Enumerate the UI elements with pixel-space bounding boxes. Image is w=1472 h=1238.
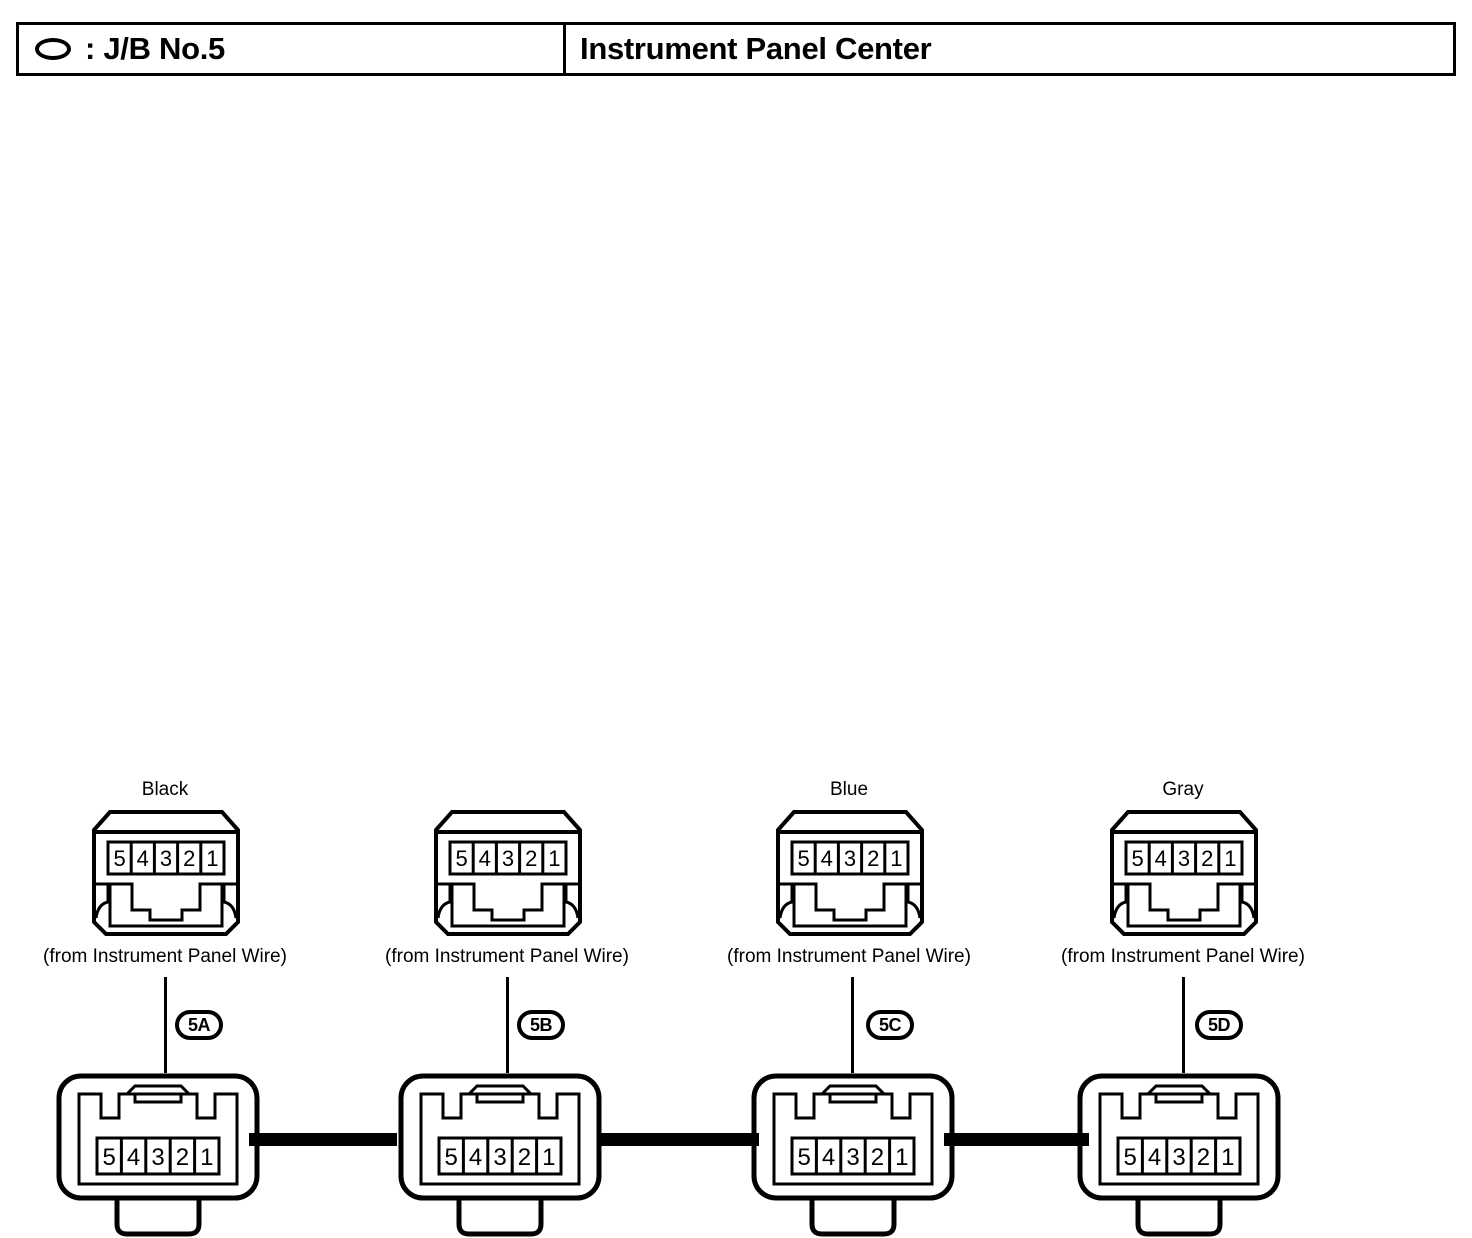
pin-label: 5 (103, 1144, 116, 1171)
pin-label: 2 (183, 846, 195, 871)
connector-code-text: 5A (187, 1015, 211, 1035)
pin-label: 4 (479, 846, 491, 871)
top-connector-5b: 5 4 3 2 1 (432, 806, 584, 938)
pin-label: 4 (1148, 1144, 1161, 1171)
drop-line-5a (164, 977, 167, 1073)
top-connector-5d: 5 4 3 2 1 (1108, 806, 1260, 938)
pin-label: 1 (895, 1144, 908, 1171)
pin-label: 2 (867, 846, 879, 871)
top-connector-5a: 5 4 3 2 1 (90, 806, 242, 938)
pin-label: 5 (445, 1144, 458, 1171)
pin-label: 5 (797, 846, 809, 871)
pin-label: 2 (871, 1144, 884, 1171)
bottom-connector-5d: 5 4 3 2 1 (1076, 1072, 1282, 1238)
connector-color-label-5a: Black (141, 779, 189, 800)
pin-label: 4 (469, 1144, 482, 1171)
drop-line-5d (1182, 977, 1185, 1073)
bottom-connector-5b: 5 4 3 2 1 (397, 1072, 603, 1238)
junction-block-label: : J/B No.5 (85, 31, 225, 66)
connector-code-badge-5a: 5A (175, 1010, 223, 1040)
connector-code-badge-5c: 5C (866, 1010, 914, 1040)
title-bar-left-cell: : J/B No.5 (19, 25, 566, 73)
pin-label: 3 (493, 1144, 506, 1171)
harness-wire-segment-2 (597, 1133, 759, 1146)
pin-label: 3 (1178, 846, 1190, 871)
pin-label: 2 (525, 846, 537, 871)
pin-label: 5 (798, 1144, 811, 1171)
pin-label: 1 (548, 846, 560, 871)
pin-label: 3 (846, 1144, 859, 1171)
connector-code-badge-5d: 5D (1195, 1010, 1243, 1040)
bottom-connector-5c: 5 4 3 2 1 (750, 1072, 956, 1238)
connector-code-text: 5D (1207, 1015, 1231, 1035)
pin-label: 4 (1155, 846, 1167, 871)
connector-source-label-5d: (from Instrument Panel Wire) (1061, 946, 1305, 967)
pin-label: 2 (1197, 1144, 1210, 1171)
pin-label: 1 (890, 846, 902, 871)
pin-label: 4 (137, 846, 149, 871)
bottom-connector-5a: 5 4 3 2 1 (55, 1072, 261, 1238)
pin-label: 1 (200, 1144, 213, 1171)
pin-label: 5 (113, 846, 125, 871)
harness-wire-segment-1 (249, 1133, 397, 1146)
pin-label: 1 (542, 1144, 555, 1171)
oval-icon (35, 38, 71, 60)
connector-color-label-5b (342, 778, 672, 802)
pin-label: 2 (518, 1144, 531, 1171)
connector-source-label-5a: (from Instrument Panel Wire) (43, 946, 287, 967)
pin-label: 1 (206, 846, 218, 871)
connector-code-badge-5b: 5B (517, 1010, 565, 1040)
drop-line-5c (851, 977, 854, 1073)
connector-code-text: 5C (878, 1015, 902, 1035)
top-connector-5c: 5 4 3 2 1 (774, 806, 926, 938)
connector-color-label-5c: Blue (829, 779, 869, 800)
pin-label: 3 (151, 1144, 164, 1171)
title-bar: : J/B No.5 Instrument Panel Center (16, 22, 1456, 76)
connector-code-text: 5B (529, 1015, 553, 1035)
pin-label: 5 (1124, 1144, 1137, 1171)
harness-wire-segment-3 (944, 1133, 1089, 1146)
pin-label: 4 (822, 1144, 835, 1171)
title-bar-right-cell: Instrument Panel Center (566, 25, 1453, 73)
connector-color-label-5d: Gray (1162, 779, 1204, 800)
connector-source-label-5b: (from Instrument Panel Wire) (385, 946, 629, 967)
pin-label: 3 (160, 846, 172, 871)
pin-label: 3 (1172, 1144, 1185, 1171)
pin-label: 2 (176, 1144, 189, 1171)
pin-label: 4 (127, 1144, 140, 1171)
pin-label: 3 (844, 846, 856, 871)
pin-label: 4 (821, 846, 833, 871)
pin-label: 5 (455, 846, 467, 871)
pin-label: 2 (1201, 846, 1213, 871)
pin-label: 1 (1224, 846, 1236, 871)
pin-label: 1 (1221, 1144, 1234, 1171)
pin-label: 3 (502, 846, 514, 871)
connector-source-label-5c: (from Instrument Panel Wire) (727, 946, 971, 967)
drop-line-5b (506, 977, 509, 1073)
pin-label: 5 (1131, 846, 1143, 871)
page-title: Instrument Panel Center (580, 31, 932, 66)
